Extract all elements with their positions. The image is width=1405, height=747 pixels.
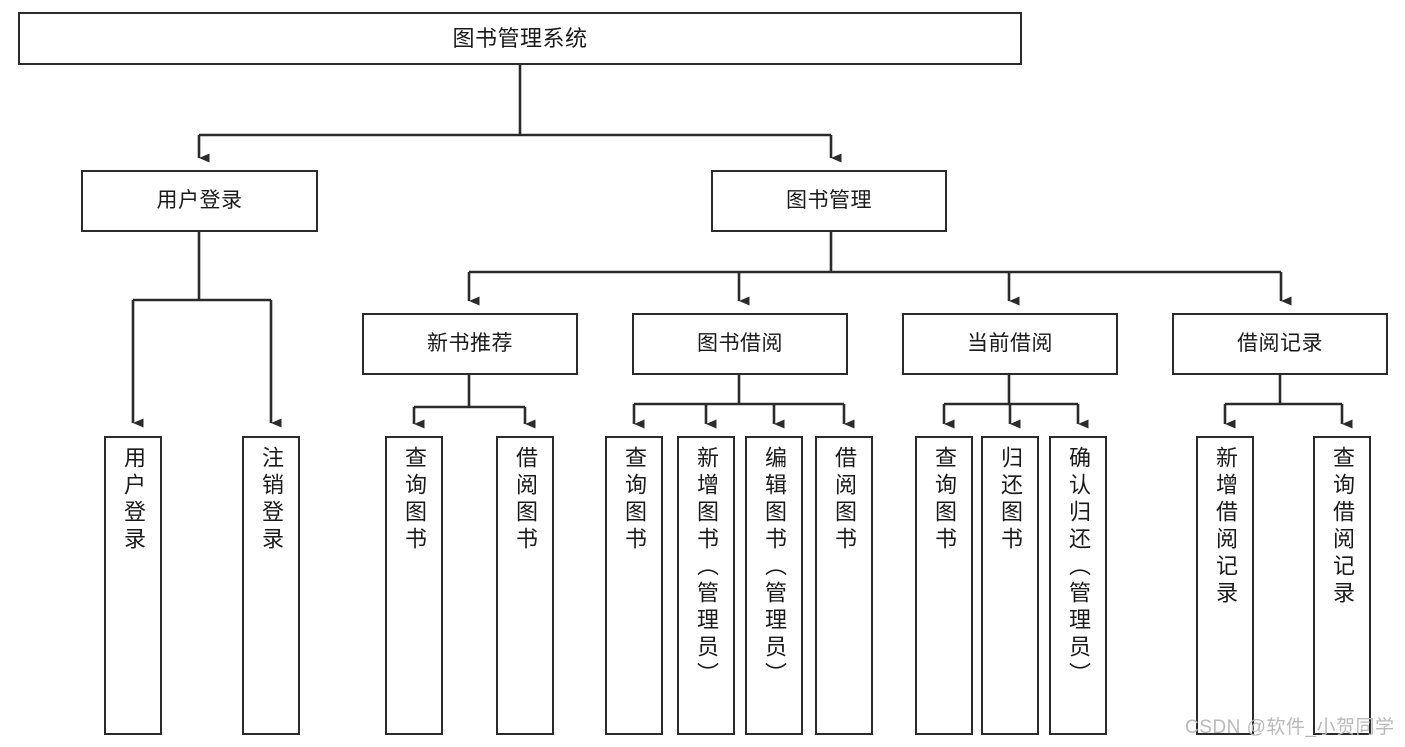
node-book-management[interactable]: 图书管理 bbox=[711, 170, 947, 232]
leaf-return-book[interactable]: 归还图书 bbox=[981, 436, 1039, 735]
leaf-query-book-current[interactable]: 查询图书 bbox=[915, 436, 973, 735]
node-label: 归还图书 bbox=[998, 446, 1023, 554]
node-label: 查询借阅记录 bbox=[1330, 446, 1355, 608]
leaf-query-borrow-record[interactable]: 查询借阅记录 bbox=[1313, 436, 1371, 735]
node-label: 注销登录 bbox=[259, 446, 284, 554]
node-label: 编辑图书（管理员） bbox=[762, 446, 787, 689]
node-user-login[interactable]: 用户登录 bbox=[81, 170, 318, 232]
node-label: 借阅记录 bbox=[1237, 331, 1323, 355]
leaf-query-book-recommend[interactable]: 查询图书 bbox=[385, 436, 443, 735]
leaf-user-login[interactable]: 用户登录 bbox=[104, 436, 162, 735]
node-label: 确认归还（管理员） bbox=[1066, 446, 1091, 689]
node-label: 查询图书 bbox=[932, 446, 957, 554]
leaf-borrow-book-recommend[interactable]: 借阅图书 bbox=[496, 436, 554, 735]
node-label: 新增图书（管理员） bbox=[694, 446, 719, 689]
node-label: 用户登录 bbox=[156, 188, 243, 212]
leaf-borrow-book[interactable]: 借阅图书 bbox=[815, 436, 873, 735]
node-book-borrow[interactable]: 图书借阅 bbox=[632, 313, 848, 375]
node-label: 新书推荐 bbox=[427, 331, 513, 355]
node-root-system[interactable]: 图书管理系统 bbox=[18, 12, 1022, 65]
leaf-edit-book-admin[interactable]: 编辑图书（管理员） bbox=[745, 436, 803, 735]
leaf-query-book-borrow[interactable]: 查询图书 bbox=[605, 436, 663, 735]
node-label: 新增借阅记录 bbox=[1213, 446, 1238, 608]
node-label: 借阅图书 bbox=[513, 446, 538, 554]
node-new-book-recommend[interactable]: 新书推荐 bbox=[362, 313, 578, 375]
node-label: 图书管理系统 bbox=[452, 25, 588, 51]
leaf-add-borrow-record[interactable]: 新增借阅记录 bbox=[1196, 436, 1254, 735]
node-current-borrow[interactable]: 当前借阅 bbox=[902, 313, 1118, 375]
node-label: 查询图书 bbox=[402, 446, 427, 554]
node-borrow-record[interactable]: 借阅记录 bbox=[1172, 313, 1388, 375]
node-label: 当前借阅 bbox=[967, 331, 1053, 355]
leaf-add-book-admin[interactable]: 新增图书（管理员） bbox=[677, 436, 735, 735]
node-label: 图书管理 bbox=[786, 188, 872, 212]
node-label: 查询图书 bbox=[622, 446, 647, 554]
watermark-text: CSDN @软件_小贺同学 bbox=[1185, 717, 1395, 738]
leaf-confirm-return-admin[interactable]: 确认归还（管理员） bbox=[1049, 436, 1107, 735]
node-label: 图书借阅 bbox=[697, 331, 783, 355]
leaf-user-logout[interactable]: 注销登录 bbox=[242, 436, 300, 735]
node-label: 借阅图书 bbox=[832, 446, 857, 554]
node-label: 用户登录 bbox=[121, 446, 146, 554]
